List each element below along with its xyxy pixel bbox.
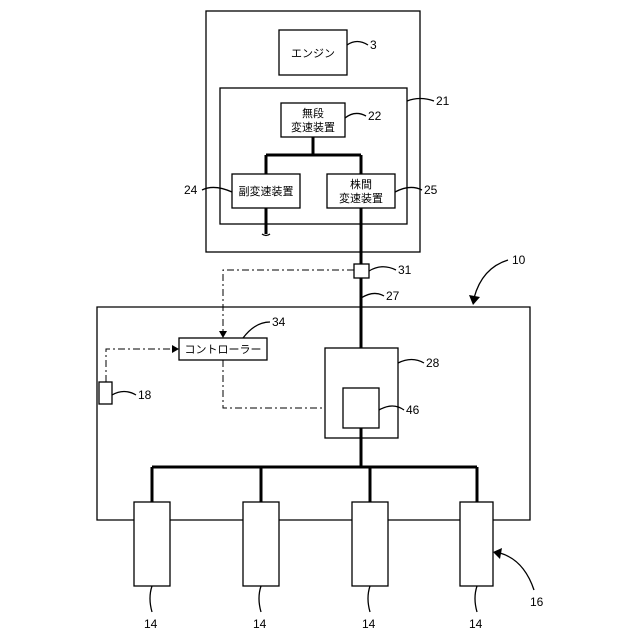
- cvt-label-line1: 無段: [302, 106, 324, 120]
- ref-engine: 3: [370, 38, 377, 52]
- leader-switch: [112, 392, 136, 396]
- ref-unit-3: 14: [362, 617, 376, 631]
- arrow-machine: [474, 260, 508, 298]
- arrow-units: [500, 553, 534, 590]
- unit-2: [243, 502, 279, 586]
- sensor-box: [354, 264, 369, 278]
- leader-shaft: [361, 293, 384, 298]
- inter-label-line1: 株間: [350, 177, 372, 191]
- ref-inter-transmission: 25: [424, 183, 438, 197]
- ref-actuator: 46: [406, 403, 420, 417]
- cvt-label-line2: 変速装置: [291, 120, 335, 134]
- ref-unit-1: 14: [144, 617, 158, 631]
- sub-transmission-label: 副変速装置: [239, 184, 294, 198]
- leader-sensor: [369, 267, 396, 271]
- ref-drive-unit: 21: [436, 94, 450, 108]
- unit-1: [134, 502, 170, 586]
- controller-label: コントローラー: [185, 343, 262, 356]
- leader-unit-4: [475, 586, 477, 612]
- signal-arrow-down: [219, 331, 227, 338]
- ref-unit-2: 14: [253, 617, 267, 631]
- leader-unit-1: [150, 586, 152, 612]
- ref-sub-transmission: 24: [184, 183, 198, 197]
- inter-label-line2: 変速装置: [339, 191, 383, 205]
- ref-machine: 10: [512, 253, 526, 267]
- ref-units-group: 16: [530, 595, 544, 609]
- arrow-machine-head: [469, 295, 480, 305]
- ref-shaft: 27: [386, 289, 400, 303]
- signal-arrow-right: [172, 345, 179, 353]
- switch-box: [99, 382, 112, 404]
- unit-4: [460, 502, 493, 586]
- machine-body: [97, 307, 530, 520]
- ref-unit-4: 14: [469, 617, 483, 631]
- ref-gearbox: 28: [426, 356, 440, 370]
- leader-gearbox: [398, 360, 424, 364]
- ref-cvt: 22: [368, 109, 382, 123]
- signal-sensor-controller: [223, 270, 354, 333]
- actuator-box: [343, 388, 379, 428]
- signal-controller-actuator: [223, 360, 335, 408]
- leader-controller: [243, 322, 270, 338]
- engine-label: エンジン: [291, 47, 335, 60]
- ref-switch: 18: [138, 388, 152, 402]
- signal-switch-controller: [106, 349, 172, 382]
- ref-sensor: 31: [398, 263, 412, 277]
- leader-unit-2: [259, 586, 261, 612]
- unit-3: [352, 502, 388, 586]
- arrow-units-head: [493, 548, 502, 559]
- ref-controller: 34: [272, 315, 286, 329]
- leader-unit-3: [368, 586, 370, 612]
